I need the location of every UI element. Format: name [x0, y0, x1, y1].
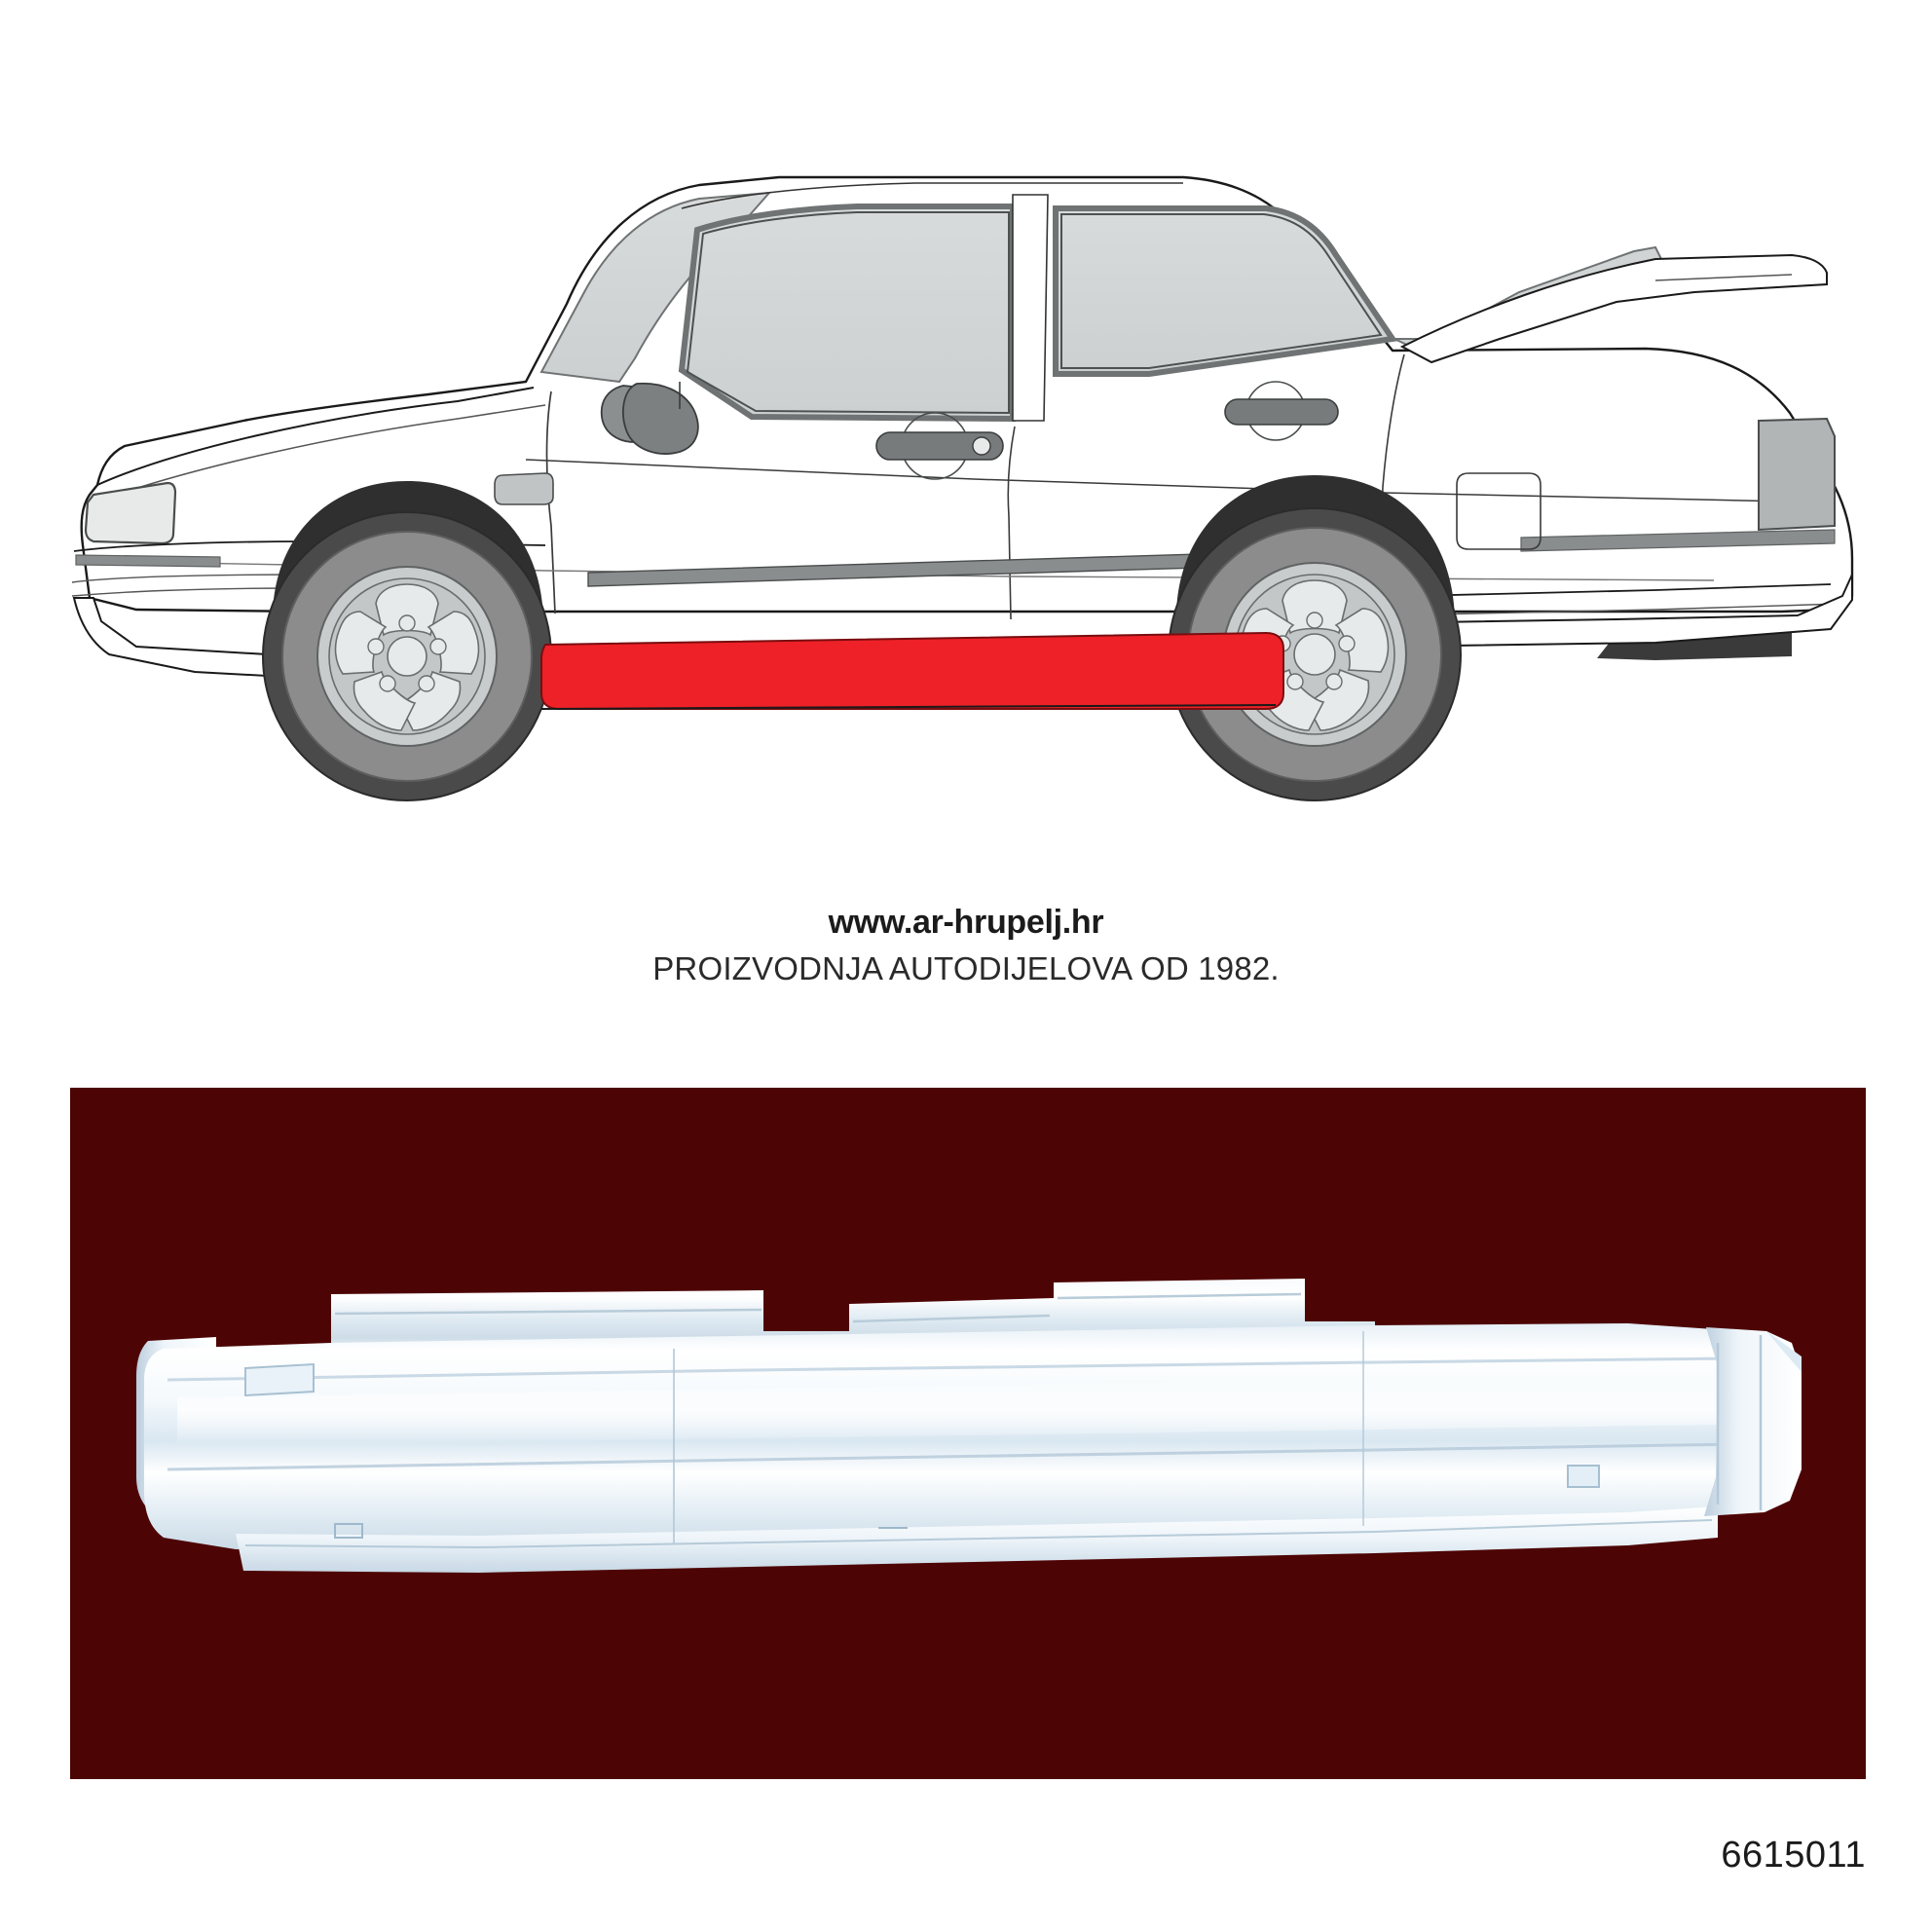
part-number: 6615011	[1721, 1835, 1866, 1876]
product-photo-panel	[70, 1088, 1866, 1779]
part-specular-highlight	[177, 1374, 1726, 1446]
front-bumper-top-line	[73, 540, 546, 552]
front-side-molding	[75, 554, 221, 568]
part-right-end-seam	[1716, 1335, 1763, 1510]
door-handles	[875, 381, 1339, 480]
fuel-flap-icon	[1456, 472, 1542, 550]
rocker-panel-sill-highlight	[540, 631, 1284, 710]
rear-end	[1371, 417, 1853, 660]
rear-wheel-spokes	[1240, 579, 1390, 731]
part-left-tab	[244, 1362, 315, 1397]
side-repeater-icon	[494, 472, 554, 505]
rocker-bottom-shadow	[540, 704, 1277, 710]
highlighted-rocker-panel	[540, 631, 1284, 710]
rear-door-window-inner-outline	[1060, 213, 1383, 369]
rear-lower-panel	[1371, 574, 1853, 649]
rocker-panel-part-photo	[136, 1279, 1802, 1573]
side-molding	[75, 529, 1836, 587]
rear-door-window-glass	[1053, 205, 1398, 377]
b-pillar	[1012, 194, 1049, 422]
front-wheel-arch	[272, 481, 543, 623]
rear-side-molding	[1520, 529, 1836, 552]
rear-bumper-top-line	[1411, 583, 1832, 597]
front-wheel-hub	[387, 636, 427, 677]
part-crease-highlight	[167, 1356, 1736, 1382]
rear-wheel-hub	[1293, 633, 1336, 676]
front-bumper-bottom-line	[71, 587, 420, 597]
greenhouse	[539, 182, 1828, 423]
front-door-handle-icon	[875, 431, 1004, 461]
front-wheel-spokes	[334, 583, 480, 731]
part-right-corner-cut	[1766, 1331, 1802, 1372]
front-door-handle-lock	[972, 436, 991, 456]
branding-block: www.ar-hrupelj.hr PROIZVODNJA AUTODIJELO…	[0, 904, 1932, 988]
part-crease-shadow	[167, 1442, 1738, 1471]
front-air-dam	[72, 597, 268, 678]
part-lower-lip-seam	[244, 1519, 1713, 1549]
site-url[interactable]: www.ar-hrupelj.hr	[828, 904, 1104, 941]
rear-door-gap	[1380, 353, 1405, 546]
roof-line	[681, 182, 1183, 209]
rear-door-handle-icon	[1224, 398, 1339, 426]
trunk-lip-line	[1654, 274, 1793, 281]
front-door-window-glass	[678, 204, 1016, 423]
rear-wheel-arch	[1175, 475, 1455, 623]
hood-line	[96, 387, 535, 486]
taillight-icon	[1758, 417, 1836, 532]
rear-bumper-lower-line	[1382, 603, 1841, 616]
front-wheel-assembly	[262, 481, 552, 801]
part-weld-notch-left	[334, 1523, 363, 1539]
side-mirror-icon	[600, 382, 699, 455]
rear-window-band	[1399, 253, 1828, 364]
front-door-gap	[1007, 426, 1016, 620]
company-tagline: PROIZVODNJA AUTODIJELOVA OD 1982.	[652, 949, 1280, 986]
part-right-end-flange	[1704, 1327, 1802, 1516]
front-door-window-inner-outline	[686, 211, 1010, 415]
part-tab-right	[1567, 1465, 1600, 1488]
front-wheel-lug-nuts	[367, 614, 447, 692]
car-illustration	[0, 0, 1932, 876]
headlight-icon	[84, 481, 177, 545]
part-top-seam	[334, 1292, 1302, 1323]
part-detail-marks	[334, 1331, 1600, 1543]
